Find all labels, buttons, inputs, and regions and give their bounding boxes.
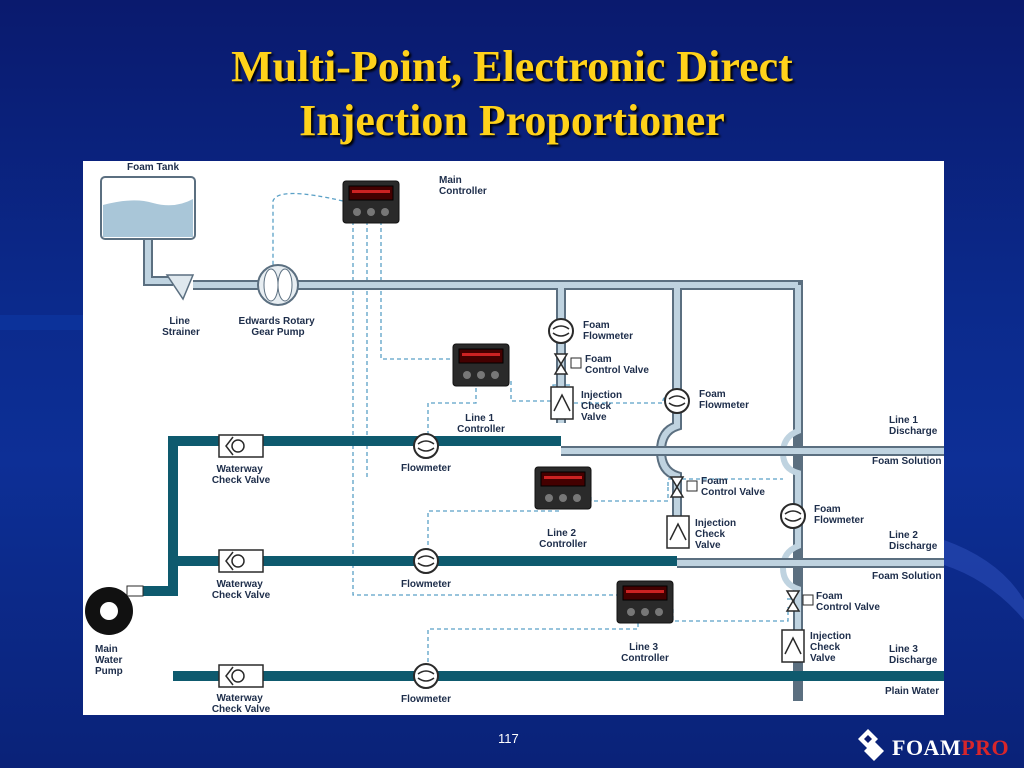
waterway-check-valve-1-label: Waterway Check Valve — [212, 464, 271, 486]
foam-flowmeter-3 — [780, 503, 806, 529]
water-flowmeter-3 — [413, 663, 439, 689]
foam-flowmeter-2 — [664, 388, 690, 414]
foam-solution-label-1: Foam Solution — [872, 456, 941, 467]
logo-text: FOAMPRO — [892, 735, 1009, 761]
line-1-discharge-label: Line 1 Discharge — [889, 415, 938, 437]
foam-solution-pipes — [561, 448, 944, 566]
line-2-controller — [534, 466, 592, 510]
logo-mark-icon — [858, 729, 884, 761]
proportioner-diagram: Foam Tank Line Strainer Edwards Rotary G… — [83, 161, 944, 715]
waterway-check-valve-3 — [218, 664, 264, 688]
title-line-1: Multi-Point, Electronic Direct — [231, 42, 793, 91]
main-water-pump — [85, 585, 144, 635]
line-1-controller — [452, 343, 510, 387]
foam-control-valve-1-label: Foam Control Valve — [585, 354, 649, 376]
gear-pump — [257, 264, 299, 306]
waterway-check-valve-3-label: Waterway Check Valve — [212, 693, 271, 715]
main-controller-label: Main Controller — [439, 175, 487, 197]
water-flowmeter-3-label: Flowmeter — [401, 694, 451, 705]
slide-title: Multi-Point, Electronic Direct Injection… — [0, 40, 1024, 148]
injection-check-valve-2-label: Injection Check Valve — [695, 518, 739, 551]
main-water-pump-label: Main Water Pump — [95, 644, 125, 677]
waterway-check-valve-1 — [218, 434, 264, 458]
signal-lines — [272, 192, 791, 664]
line-1-controller-label: Line 1 Controller — [457, 413, 505, 435]
foam-solution-label-2: Foam Solution — [872, 571, 941, 582]
logo-pro-text: PRO — [961, 735, 1010, 760]
waterway-check-valve-2 — [218, 549, 264, 573]
title-line-2: Injection Proportioner — [299, 96, 725, 145]
line-2-controller-label: Line 2 Controller — [539, 528, 587, 550]
line-strainer-label: Line Strainer — [162, 316, 200, 338]
foam-control-valve-3-label: Foam Control Valve — [816, 591, 880, 613]
foam-control-valve-3 — [785, 590, 814, 612]
foam-flowmeter-1 — [548, 318, 574, 344]
gear-pump-label: Edwards Rotary Gear Pump — [239, 316, 318, 338]
water-flowmeter-1-label: Flowmeter — [401, 463, 451, 474]
foam-control-valve-2-label: Foam Control Valve — [701, 476, 765, 498]
injection-check-valve-3-label: Injection Check Valve — [810, 631, 854, 664]
foam-flowmeter-3-label: Foam Flowmeter — [814, 504, 864, 526]
foam-flowmeter-2-label: Foam Flowmeter — [699, 389, 749, 411]
line-2-discharge-label: Line 2 Discharge — [889, 530, 938, 552]
plain-water-label: Plain Water — [885, 686, 939, 697]
injection-check-valve-1 — [550, 386, 574, 420]
waterway-check-valve-2-label: Waterway Check Valve — [212, 579, 271, 601]
water-flowmeter-2 — [413, 548, 439, 574]
foam-control-valve-2 — [669, 476, 698, 498]
main-controller — [342, 180, 400, 224]
water-flowmeter-1 — [413, 433, 439, 459]
foampro-logo: FOAMPRO — [856, 723, 1024, 768]
foam-flowmeter-1-label: Foam Flowmeter — [583, 320, 633, 342]
injection-check-valve-2 — [666, 515, 690, 549]
water-flowmeter-2-label: Flowmeter — [401, 579, 451, 590]
injection-check-valve-3 — [781, 629, 805, 663]
line-3-controller — [616, 580, 674, 624]
foam-solution-pipes-outline — [561, 446, 944, 568]
foam-tank — [100, 176, 196, 240]
logo-foam-text: FOAM — [892, 735, 962, 760]
foam-control-valve-1 — [553, 353, 582, 375]
foam-tank-label: Foam Tank — [127, 162, 179, 173]
line-strainer — [165, 274, 195, 301]
page-number: 117 — [498, 731, 519, 746]
line-3-discharge-label: Line 3 Discharge — [889, 644, 938, 666]
line-3-controller-label: Line 3 Controller — [621, 642, 669, 664]
injection-check-valve-1-label: Injection Check Valve — [581, 390, 625, 423]
